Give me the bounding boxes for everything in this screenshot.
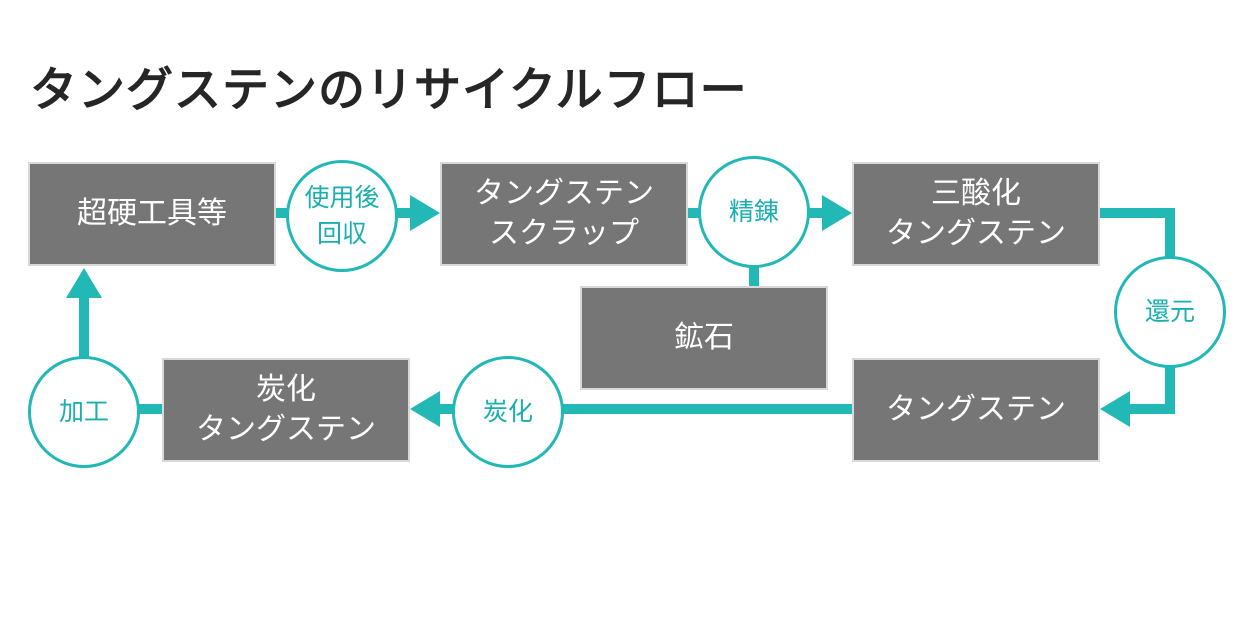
- box-tungsten-carbide-line-2: タングステン: [196, 412, 376, 447]
- step-reduce-label: 還元: [1144, 297, 1195, 326]
- box-tungsten-trioxide: 三酸化 タングステン: [852, 162, 1100, 266]
- step-collect-after-use: 使用後 回収: [286, 160, 398, 272]
- box-carbide-tools-label: 超硬工具等: [77, 196, 227, 231]
- step-carburize-label: 炭化: [482, 397, 533, 426]
- arrowhead-to-tools: [66, 268, 102, 298]
- step-carburize: 炭化: [452, 356, 564, 468]
- page-title: タングステンのリサイクルフロー: [30, 63, 748, 118]
- step-process: 加工: [28, 356, 140, 468]
- box-carbide-tools: 超硬工具等: [28, 162, 276, 266]
- step-refine-label: 精錬: [728, 197, 779, 226]
- arrowhead-to-wc: [410, 391, 440, 427]
- box-ore: 鉱石: [580, 286, 828, 390]
- connector-wo3-reduce: [1100, 208, 1175, 258]
- box-tungsten-scrap: タングステン スクラップ: [440, 162, 688, 266]
- step-reduce: 還元: [1114, 256, 1226, 368]
- box-tungsten-carbide: 炭化 タングステン: [162, 358, 410, 462]
- box-tungsten-trioxide-line-1: 三酸化: [931, 176, 1021, 211]
- arrowhead-to-scrap: [410, 195, 440, 231]
- arrowhead-to-tungsten: [1100, 391, 1130, 427]
- step-collect-line-2: 回収: [316, 219, 367, 248]
- box-tungsten-scrap-line-2: スクラップ: [489, 216, 639, 251]
- arrowhead-to-wo3: [822, 195, 852, 231]
- box-tungsten: タングステン: [852, 358, 1100, 462]
- box-tungsten-label: タングステン: [886, 392, 1066, 427]
- box-ore-label: 鉱石: [674, 320, 734, 355]
- box-tungsten-trioxide-line-2: タングステン: [886, 216, 1066, 251]
- box-tungsten-carbide-line-1: 炭化: [256, 372, 316, 407]
- step-collect-line-1: 使用後: [304, 183, 380, 212]
- step-refine: 精錬: [698, 156, 810, 268]
- step-process-label: 加工: [58, 397, 109, 426]
- connector-reduce-tungsten: [1126, 366, 1175, 414]
- box-tungsten-scrap-line-1: タングステン: [474, 176, 654, 211]
